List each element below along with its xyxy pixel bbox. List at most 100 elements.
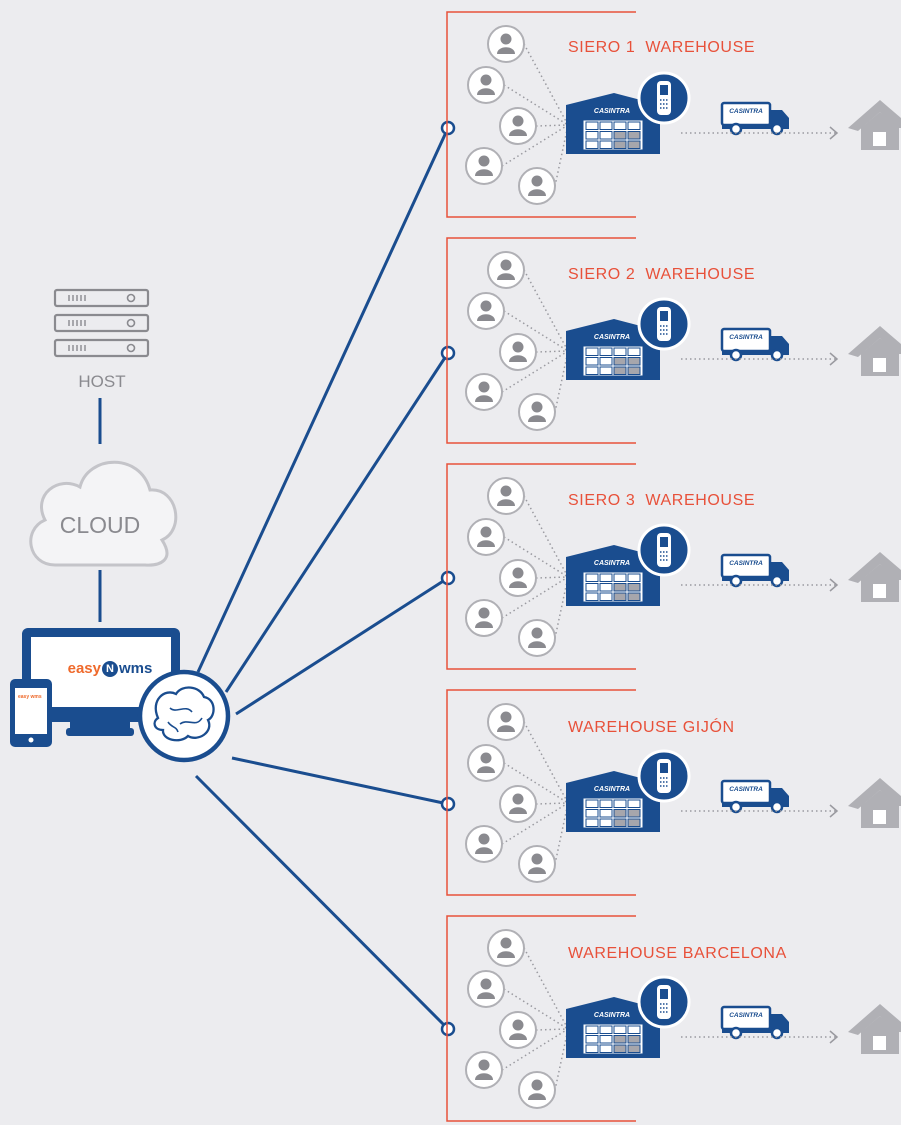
section-bracket [446, 915, 636, 1122]
user-icon [518, 393, 556, 431]
warehouse-icon: CASINTRA [566, 93, 660, 154]
warehouse-brand: CASINTRA [594, 560, 630, 567]
warehouse-brand: CASINTRA [594, 108, 630, 115]
scanner-icon [637, 975, 691, 1029]
house-icon [848, 552, 901, 602]
host-label: HOST [78, 372, 126, 391]
section-bracket [446, 689, 636, 896]
warehouse-title-4: WAREHOUSE GIJÓN [568, 719, 735, 736]
user-icon [518, 845, 556, 883]
logo-wms: wms [119, 660, 153, 677]
user-link [535, 124, 569, 127]
user-link [554, 576, 569, 639]
user-link [554, 124, 569, 187]
user-icon [467, 66, 505, 104]
arrow-icon [829, 578, 839, 592]
section-bracket [446, 11, 636, 218]
user-link [554, 1028, 569, 1091]
scanner-icon [637, 749, 691, 803]
connection-line [224, 352, 450, 693]
warehouse-brand: CASINTRA [594, 1012, 630, 1019]
warehouse-section-3: CASINTRA CASINTRA [446, 463, 901, 670]
user-link [535, 576, 569, 579]
server-icon [53, 288, 150, 358]
user-link [523, 947, 569, 1030]
warehouse-section-4: CASINTRA CASINTRA [446, 689, 901, 896]
connection-node [440, 570, 456, 586]
user-icon [465, 599, 503, 637]
truck-brand: CASINTRA [729, 108, 763, 115]
connection-node [440, 796, 456, 812]
user-link [523, 43, 569, 126]
phone-icon [10, 679, 52, 747]
warehouse-icon: CASINTRA [566, 771, 660, 832]
user-link [523, 721, 569, 804]
warehouse-title-2: SIERO 2 WAREHOUSE [568, 266, 756, 283]
user-icon [465, 1051, 503, 1089]
truck-icon: CASINTRA [720, 553, 789, 588]
user-icon [467, 744, 505, 782]
cloud-label: CLOUD [59, 512, 141, 538]
user-icon [465, 373, 503, 411]
arrow-icon [829, 126, 839, 140]
truck-icon: CASINTRA [720, 1005, 789, 1040]
section-bracket [446, 237, 636, 444]
user-icon [518, 619, 556, 657]
user-link [554, 350, 569, 413]
warehouse-icon: CASINTRA [566, 545, 660, 606]
user-link [535, 802, 569, 805]
user-link [535, 1028, 569, 1031]
scanner-icon [637, 71, 691, 125]
connection-line [231, 756, 449, 806]
truck-icon: CASINTRA [720, 101, 789, 136]
arrow-icon [829, 1030, 839, 1044]
user-icon [499, 333, 537, 371]
house-icon [848, 326, 901, 376]
user-link [535, 350, 569, 353]
section-bracket [446, 463, 636, 670]
warehouse-brand: CASINTRA [594, 334, 630, 341]
warehouse-section-1: CASINTRA CASINTRA [446, 11, 901, 218]
user-icon [465, 147, 503, 185]
warehouse-title-1: SIERO 1 WAREHOUSE [568, 39, 756, 56]
warehouse-brand: CASINTRA [594, 786, 630, 793]
user-icon [487, 251, 525, 289]
user-icon [487, 703, 525, 741]
user-link [554, 802, 569, 865]
truck-brand: CASINTRA [729, 560, 763, 567]
cloud-icon [29, 460, 178, 567]
house-icon [848, 1004, 901, 1054]
warehouse-title-5: WAREHOUSE BARCELONA [568, 945, 787, 962]
user-icon [465, 825, 503, 863]
warehouse-section-2: CASINTRA CASINTRA [446, 237, 901, 444]
user-link [523, 269, 569, 352]
user-icon [467, 518, 505, 556]
brain-icon [137, 669, 231, 763]
user-icon [487, 25, 525, 63]
truck-icon: CASINTRA [720, 327, 789, 362]
user-icon [467, 292, 505, 330]
truck-icon: CASINTRA [720, 779, 789, 814]
truck-brand: CASINTRA [729, 334, 763, 341]
user-icon [487, 929, 525, 967]
warehouse-section-5: CASINTRA CASINTRA [446, 915, 901, 1122]
warehouse-icon: CASINTRA [566, 997, 660, 1058]
logo-mark-icon: N [102, 661, 118, 678]
truck-brand: CASINTRA [729, 1012, 763, 1019]
user-icon [518, 167, 556, 205]
user-icon [499, 107, 537, 145]
arrow-icon [829, 352, 839, 366]
truck-brand: CASINTRA [729, 786, 763, 793]
house-icon [848, 100, 901, 150]
phone-logo: easy wms [18, 694, 42, 700]
logo-easy: easy [67, 660, 101, 677]
user-icon [499, 1011, 537, 1049]
connection-node [440, 345, 456, 361]
user-icon [487, 477, 525, 515]
user-icon [518, 1071, 556, 1109]
warehouse-icon: CASINTRA [566, 319, 660, 380]
arrow-icon [829, 804, 839, 818]
warehouse-title-3: SIERO 3 WAREHOUSE [568, 492, 756, 509]
user-icon [499, 785, 537, 823]
